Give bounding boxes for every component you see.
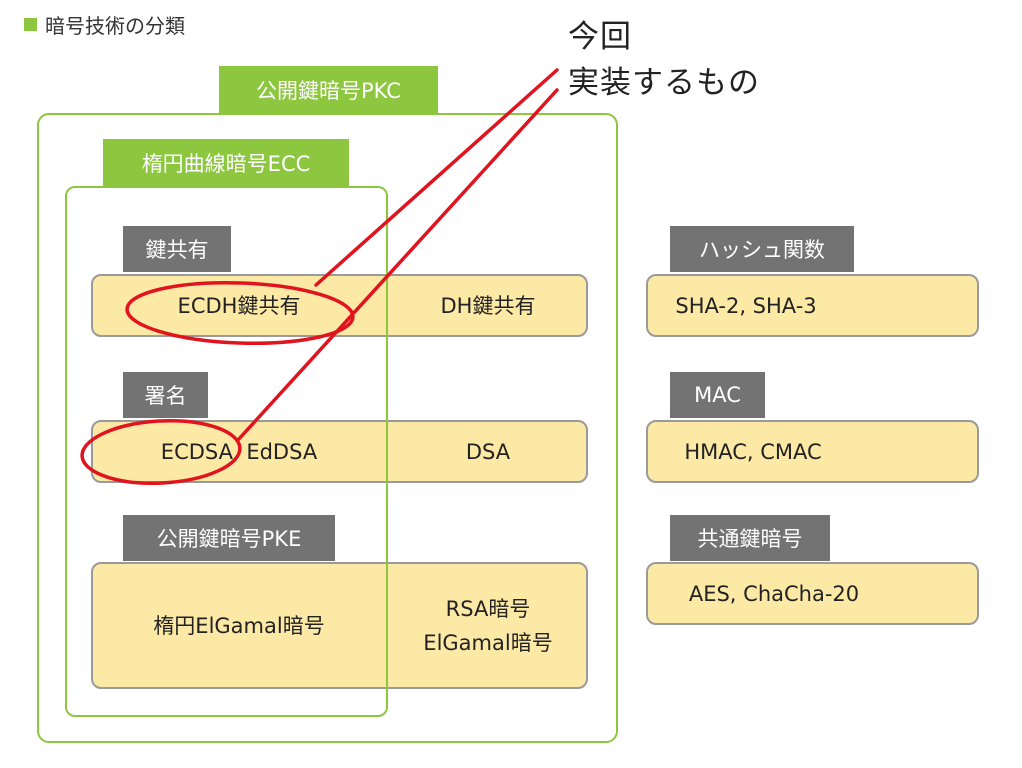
ecdsa-highlight-ellipse: [80, 419, 242, 485]
pkc-frame: [37, 113, 618, 743]
signature-panel: [91, 420, 588, 483]
ecdh-item: ECDH鍵共有: [177, 293, 301, 318]
pke-label: 公開鍵暗号PKE: [123, 515, 335, 561]
annotation-note-line-2: 実装するもの: [568, 65, 760, 101]
page-heading: 暗号技術の分類: [24, 10, 185, 39]
hash-label: ハッシュ関数: [670, 226, 854, 272]
ecc-frame: [65, 186, 388, 717]
rsa-item: RSA暗号: [445, 596, 531, 621]
bullet-square-icon: [24, 18, 37, 31]
page-heading-text: 暗号技術の分類: [45, 14, 185, 38]
elgamal-item: ElGamal暗号: [423, 630, 553, 655]
annotation-note: 今回 実装するもの: [568, 14, 760, 106]
rsa-elgamal-items: RSA暗号 ElGamal暗号: [388, 564, 588, 687]
symmetric-item: AES, ChaCha-20: [688, 581, 860, 606]
mac-item: HMAC, CMAC: [684, 439, 822, 464]
annotation-note-line-1: 今回: [568, 19, 632, 55]
dsa-item: DSA: [465, 439, 511, 464]
ecc-elgamal-item: 楕円ElGamal暗号: [153, 613, 325, 638]
symmetric-panel: [646, 562, 979, 625]
pkc-label: 公開鍵暗号PKC: [219, 66, 438, 114]
key-exchange-label: 鍵共有: [123, 226, 231, 272]
mac-label: MAC: [670, 372, 765, 418]
hash-panel: [646, 274, 979, 337]
pointer-line-ecdh: [314, 68, 559, 287]
pointer-line-ecdsa: [236, 88, 559, 442]
symmetric-label: 共通鍵暗号: [670, 515, 830, 561]
signature-label: 署名: [123, 372, 208, 418]
ecdh-highlight-ellipse: [125, 281, 355, 345]
mac-panel: [646, 420, 979, 483]
ecc-label: 楕円曲線暗号ECC: [103, 139, 349, 186]
hash-item: SHA-2, SHA-3: [675, 293, 817, 318]
dh-item: DH鍵共有: [440, 293, 536, 318]
pke-panel: [91, 562, 588, 689]
